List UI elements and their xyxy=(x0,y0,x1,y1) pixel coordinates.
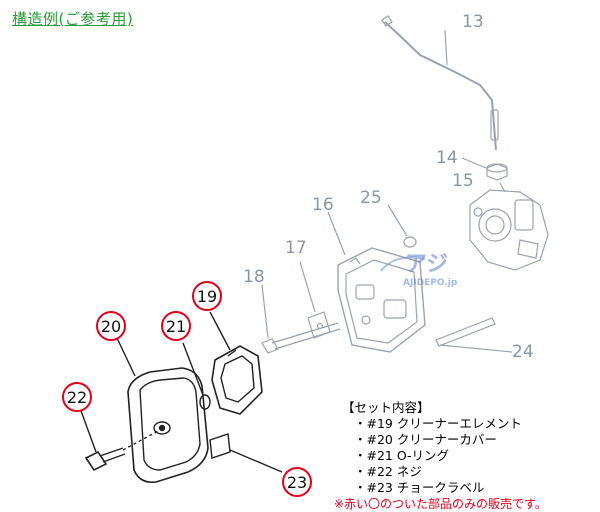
set-item: ・#21 O-リング xyxy=(354,448,450,463)
label-21: 21 xyxy=(166,317,186,336)
part-23-choke-label xyxy=(209,433,283,473)
highlight-circle-23 xyxy=(282,467,312,497)
label-14: 14 xyxy=(436,148,458,168)
watermark-brand: アジ xyxy=(405,252,448,277)
label-17: 17 xyxy=(285,238,307,258)
label-23: 23 xyxy=(287,473,307,492)
label-22: 22 xyxy=(67,388,87,407)
highlight-circle-19 xyxy=(192,281,222,311)
part-25-pin xyxy=(387,204,417,248)
label-24: 24 xyxy=(512,342,534,362)
highlight-circle-20 xyxy=(96,311,126,341)
label-13: 13 xyxy=(462,12,484,32)
watermark-sub: AJIDEPO.jp xyxy=(403,278,458,288)
part-13-throttle-cable xyxy=(381,15,499,151)
label-18: 18 xyxy=(243,267,265,287)
part-14-nut xyxy=(461,157,508,181)
part-19-cleaner-element xyxy=(209,311,263,415)
set-contents: 【セット内容】 ・#19 クリーナーエレメント ・#20 クリーナーカバー ・#… xyxy=(334,400,595,512)
part-22-screw xyxy=(79,407,161,472)
highlight-circle-22 xyxy=(62,382,92,412)
part-15-carburetor xyxy=(469,182,549,271)
set-contents-heading: 【セット内容】 xyxy=(342,400,430,415)
sale-note: ※赤い〇のついた部品のみの販売です。 xyxy=(334,497,547,511)
part-21-o-ring xyxy=(182,342,211,410)
highlight-circle-21 xyxy=(161,311,191,341)
set-item: ・#19 クリーナーエレメント xyxy=(354,416,522,431)
label-15: 15 xyxy=(452,171,474,191)
label-20: 20 xyxy=(101,317,121,336)
part-20-cleaner-cover xyxy=(116,337,209,484)
set-item: ・#23 チョークラベル xyxy=(354,480,485,495)
set-item: ・#22 ネジ xyxy=(354,464,422,479)
part-18-bolt xyxy=(261,284,341,354)
watermark-logo: アジ AJIDEPO.jp xyxy=(375,243,485,295)
set-item: ・#20 クリーナーカバー xyxy=(354,432,497,447)
faded-parts xyxy=(261,15,549,354)
label-19: 19 xyxy=(197,287,217,306)
label-16: 16 xyxy=(312,195,334,215)
label-25: 25 xyxy=(360,188,382,208)
part-24-rod xyxy=(435,317,513,353)
page-title: 構造例(ご参考用) xyxy=(12,10,134,28)
part-16-cleaner-case xyxy=(327,211,426,353)
included-parts xyxy=(79,311,283,484)
